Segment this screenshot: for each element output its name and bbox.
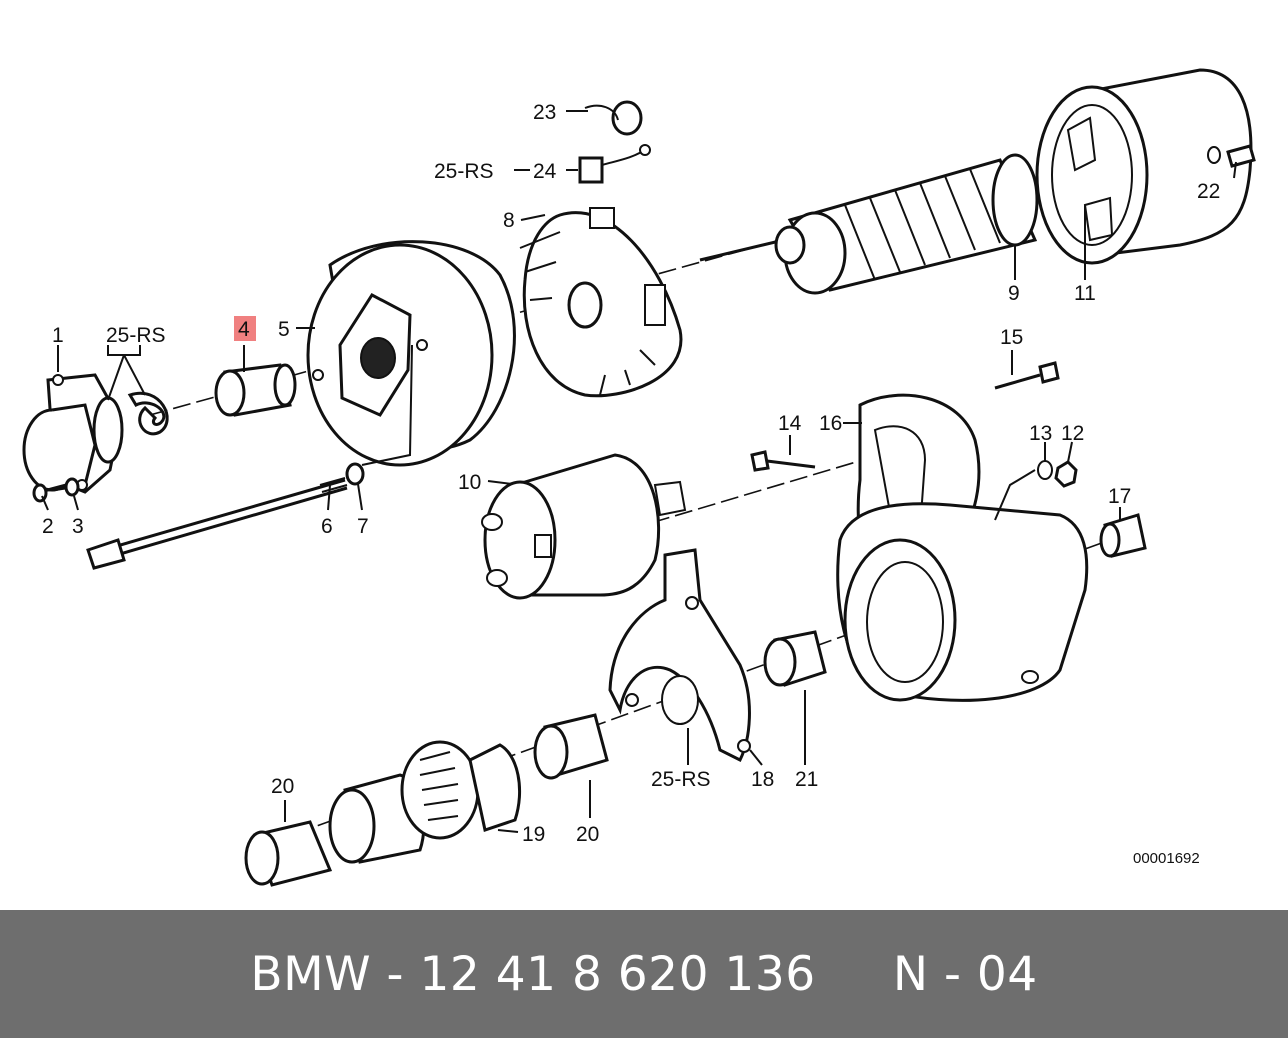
label-13: 13 [1029,422,1052,445]
label-4: 4 [238,318,250,341]
pinion-drive-part-19 [328,740,522,864]
label-18: 18 [751,768,774,791]
part-number-caption: BMW - 12 41 8 620 136 N - 04 [250,946,1038,1002]
label-16: 16 [819,412,842,435]
label-25rs-a: 25-RS [106,324,166,347]
starter-motor-exploded-diagram: 1 25-RS 4 5 2 3 6 7 8 23 25-RS 24 9 11 2… [22,68,1256,887]
label-11: 11 [1074,282,1096,305]
leader-lines [41,110,1237,833]
screw-part-22 [1207,144,1256,168]
label-10: 10 [458,471,481,494]
label-8: 8 [503,209,515,232]
reference-number: 00001692 [1133,850,1200,867]
bolt-part-15 [994,361,1060,390]
washer-part-7 [345,462,365,486]
nut-part-12 [1054,460,1078,488]
label-2: 2 [42,515,54,538]
label-1: 1 [52,324,64,347]
bushing-part-21 [763,630,827,687]
bushing-part-20-right [533,713,609,780]
washer-part-13 [1037,460,1053,480]
brush-plate-part-8 [519,207,683,398]
brush-spring-part-23 [584,100,643,136]
label-25rs-c: 25-RS [651,768,711,791]
caption-bar: BMW - 12 41 8 620 136 N - 04 [0,910,1288,1038]
highlight-box-part-4 [234,316,256,341]
bushing-part-4 [214,363,297,417]
retaining-clip-25rs [127,391,169,436]
label-21: 21 [795,768,818,791]
label-15: 15 [1000,326,1023,349]
label-7: 7 [357,515,369,538]
label-17: 17 [1108,485,1131,508]
armature-part-9 [699,153,1141,295]
bolt-part-14 [750,450,816,472]
bushing-part-20-left [244,820,333,887]
label-20-left: 20 [271,775,294,798]
label-14: 14 [778,412,802,435]
label-9: 9 [1008,282,1020,305]
carbon-brush-part-24 [578,144,651,184]
label-25rs-b: 25-RS [434,160,494,183]
shift-lever-part-18 [608,548,751,763]
label-22: 22 [1197,180,1220,203]
through-bolt-part-6 [86,477,348,570]
label-23: 23 [533,101,556,124]
label-3: 3 [72,515,84,538]
callout-labels: 1 25-RS 4 5 2 3 6 7 8 23 25-RS 24 9 11 2… [42,101,1220,867]
end-cap-part-1 [22,373,124,494]
label-12: 12 [1061,422,1084,445]
end-housing-part-5 [306,240,516,467]
label-24: 24 [533,160,557,183]
drive-housing-nose [836,502,1089,702]
lock-washer-part-3 [64,477,80,497]
bushing-part-17 [1099,513,1147,558]
field-housing-part-11 [1035,68,1253,265]
label-6: 6 [321,515,333,538]
label-20-right: 20 [576,823,599,846]
label-5: 5 [278,318,290,341]
label-19: 19 [522,823,545,846]
solenoid-part-10 [481,453,687,600]
